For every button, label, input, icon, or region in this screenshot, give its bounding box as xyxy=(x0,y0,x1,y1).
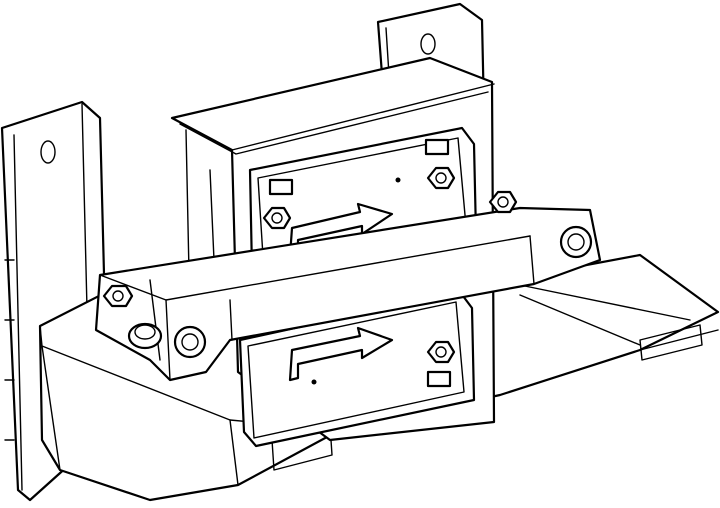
fasteners xyxy=(102,166,593,385)
hex-nut-icon xyxy=(426,166,456,190)
hex-nut-icon xyxy=(102,284,134,308)
lower-mount-plate xyxy=(238,290,476,448)
hex-nut-icon xyxy=(488,190,518,214)
bolt-head-icon xyxy=(173,325,207,359)
clamp-strap xyxy=(94,206,602,382)
hex-nut-icon xyxy=(426,340,456,364)
hex-nut-icon xyxy=(262,206,292,230)
arrow-right-icon xyxy=(288,326,394,382)
bolt-head-icon xyxy=(127,322,163,350)
bolt-head-icon xyxy=(559,225,593,259)
